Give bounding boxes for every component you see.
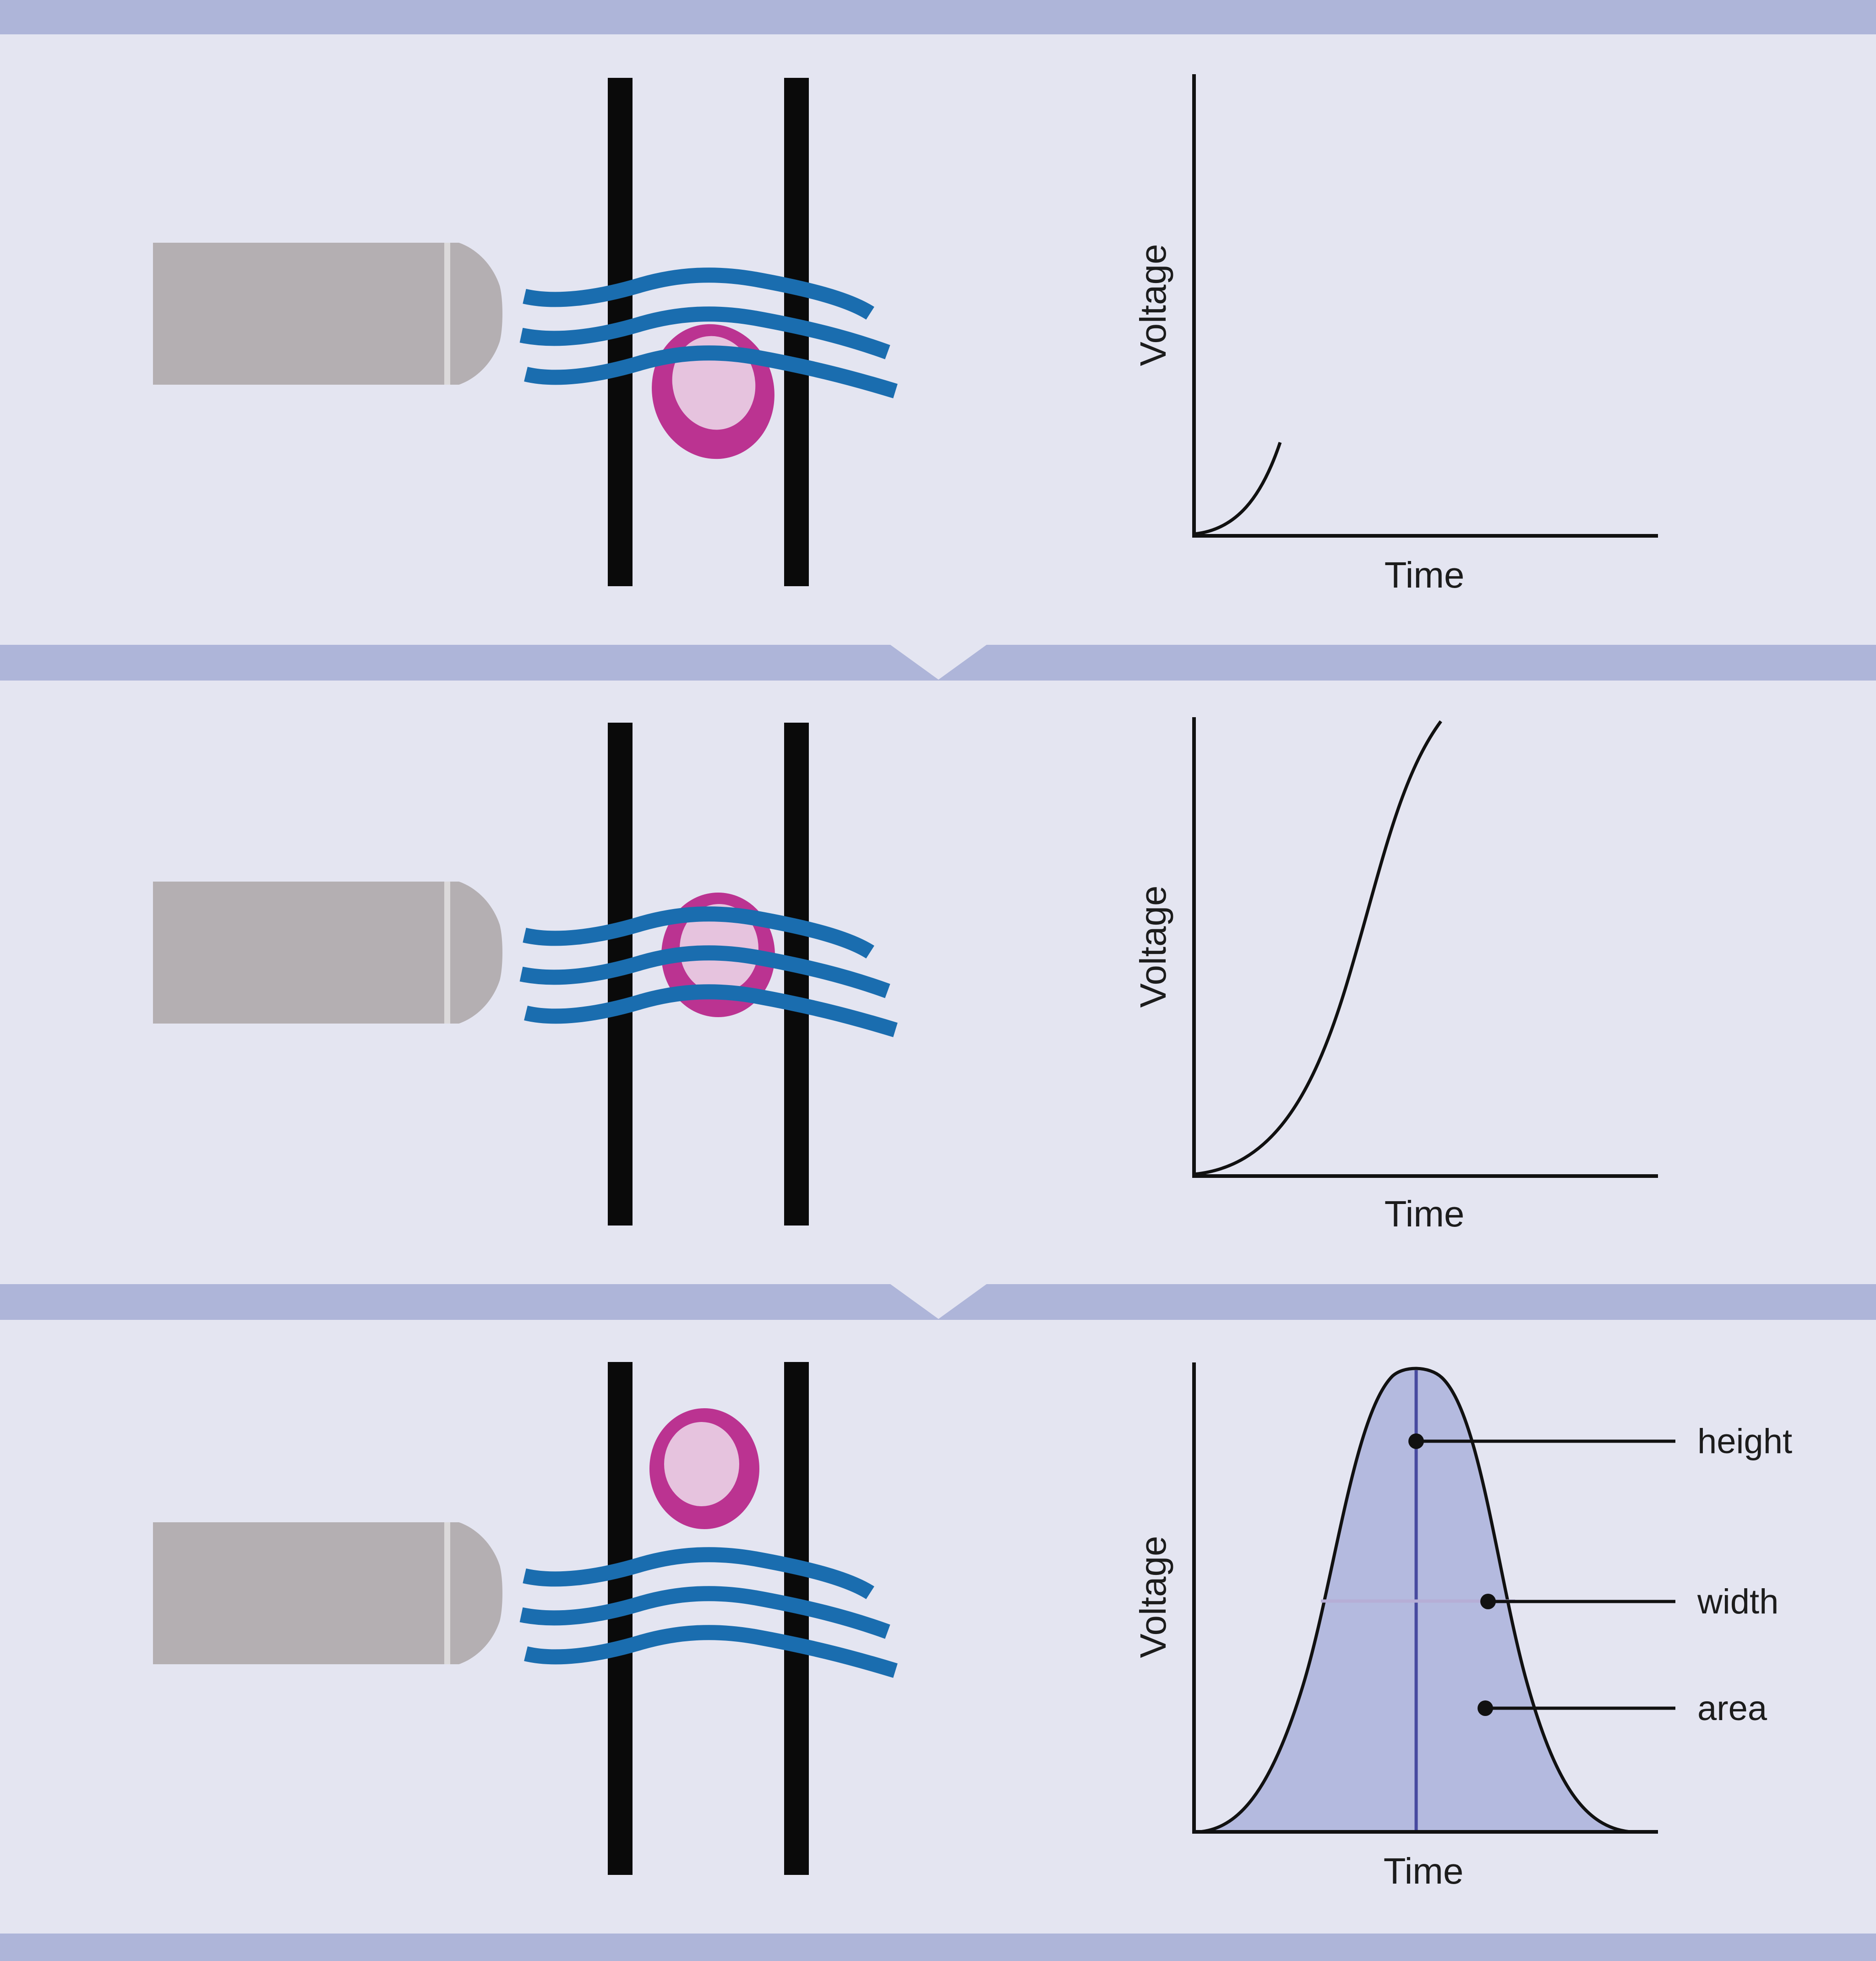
cell-cytoplasm [664,1422,739,1506]
laser-body [153,243,444,385]
beam-wave-3 [524,1625,898,1678]
callout-width: width [1480,1582,1778,1621]
laser-beam-waves-icon [519,906,898,1037]
separator-1-down-arrow-icon [890,645,987,680]
laser-tip [450,882,502,1024]
beam-wave-2 [519,306,890,360]
callout-area: area [1478,1689,1767,1728]
laser-beam-waves-icon [519,267,898,398]
callout-height: height [1408,1422,1792,1461]
separator-1 [0,645,1876,681]
separator-2-down-arrow-icon [890,1284,987,1319]
graph-3: height width area Voltage Time [1133,1362,1792,1891]
graph-1-y-axis-label: Voltage [1133,244,1173,366]
beam-wave-2 [519,1586,890,1639]
callout-height-label: height [1697,1422,1792,1461]
panel-1: Voltage Time [153,74,1658,595]
beam-wave-3 [524,345,898,398]
laser-beam-waves-icon [519,1547,898,1678]
graph-2-x-axis-label: Time [1385,1193,1465,1234]
beam-wave-1 [523,1547,874,1600]
callout-width-label: width [1697,1582,1778,1621]
laser-tip [450,1522,502,1664]
graph-3-y-axis-label: Voltage [1133,1536,1173,1658]
graph-2-curve [1194,720,1442,1176]
laser-nozzle-icon [153,243,502,385]
laser-body-highlight [444,243,450,385]
panel-2: Voltage Time [153,717,1658,1234]
laser-body [153,882,444,1024]
callout-area-label: area [1697,1689,1767,1728]
graph-1-x-axis-label: Time [1385,555,1465,595]
bottom-border-strip [0,1934,1876,1961]
beam-wave-3 [524,984,898,1037]
laser-tip [450,243,502,385]
callout-height-dot [1408,1433,1424,1449]
callout-area-dot [1478,1700,1493,1716]
beam-wave-2 [519,945,890,998]
beam-wave-1 [523,906,874,959]
laser-body-highlight [444,1522,450,1664]
panel-3: height width area Voltage Time [153,1362,1792,1891]
graph-2: Voltage Time [1133,717,1658,1234]
electrode-right [784,1362,809,1875]
callout-width-dot [1480,1594,1496,1609]
graph-3-x-axis-label: Time [1384,1851,1464,1891]
top-border-strip [0,0,1876,34]
laser-body [153,1522,444,1664]
cell-icon [649,1408,759,1529]
laser-nozzle-icon [153,1522,502,1664]
laser-body-highlight [444,882,450,1024]
graph-1-curve [1194,441,1282,536]
laser-nozzle-icon [153,882,502,1024]
beam-wave-1 [523,267,874,320]
graph-2-y-axis-label: Voltage [1133,886,1173,1008]
separator-2 [0,1284,1876,1320]
graph-1: Voltage Time [1133,74,1658,595]
